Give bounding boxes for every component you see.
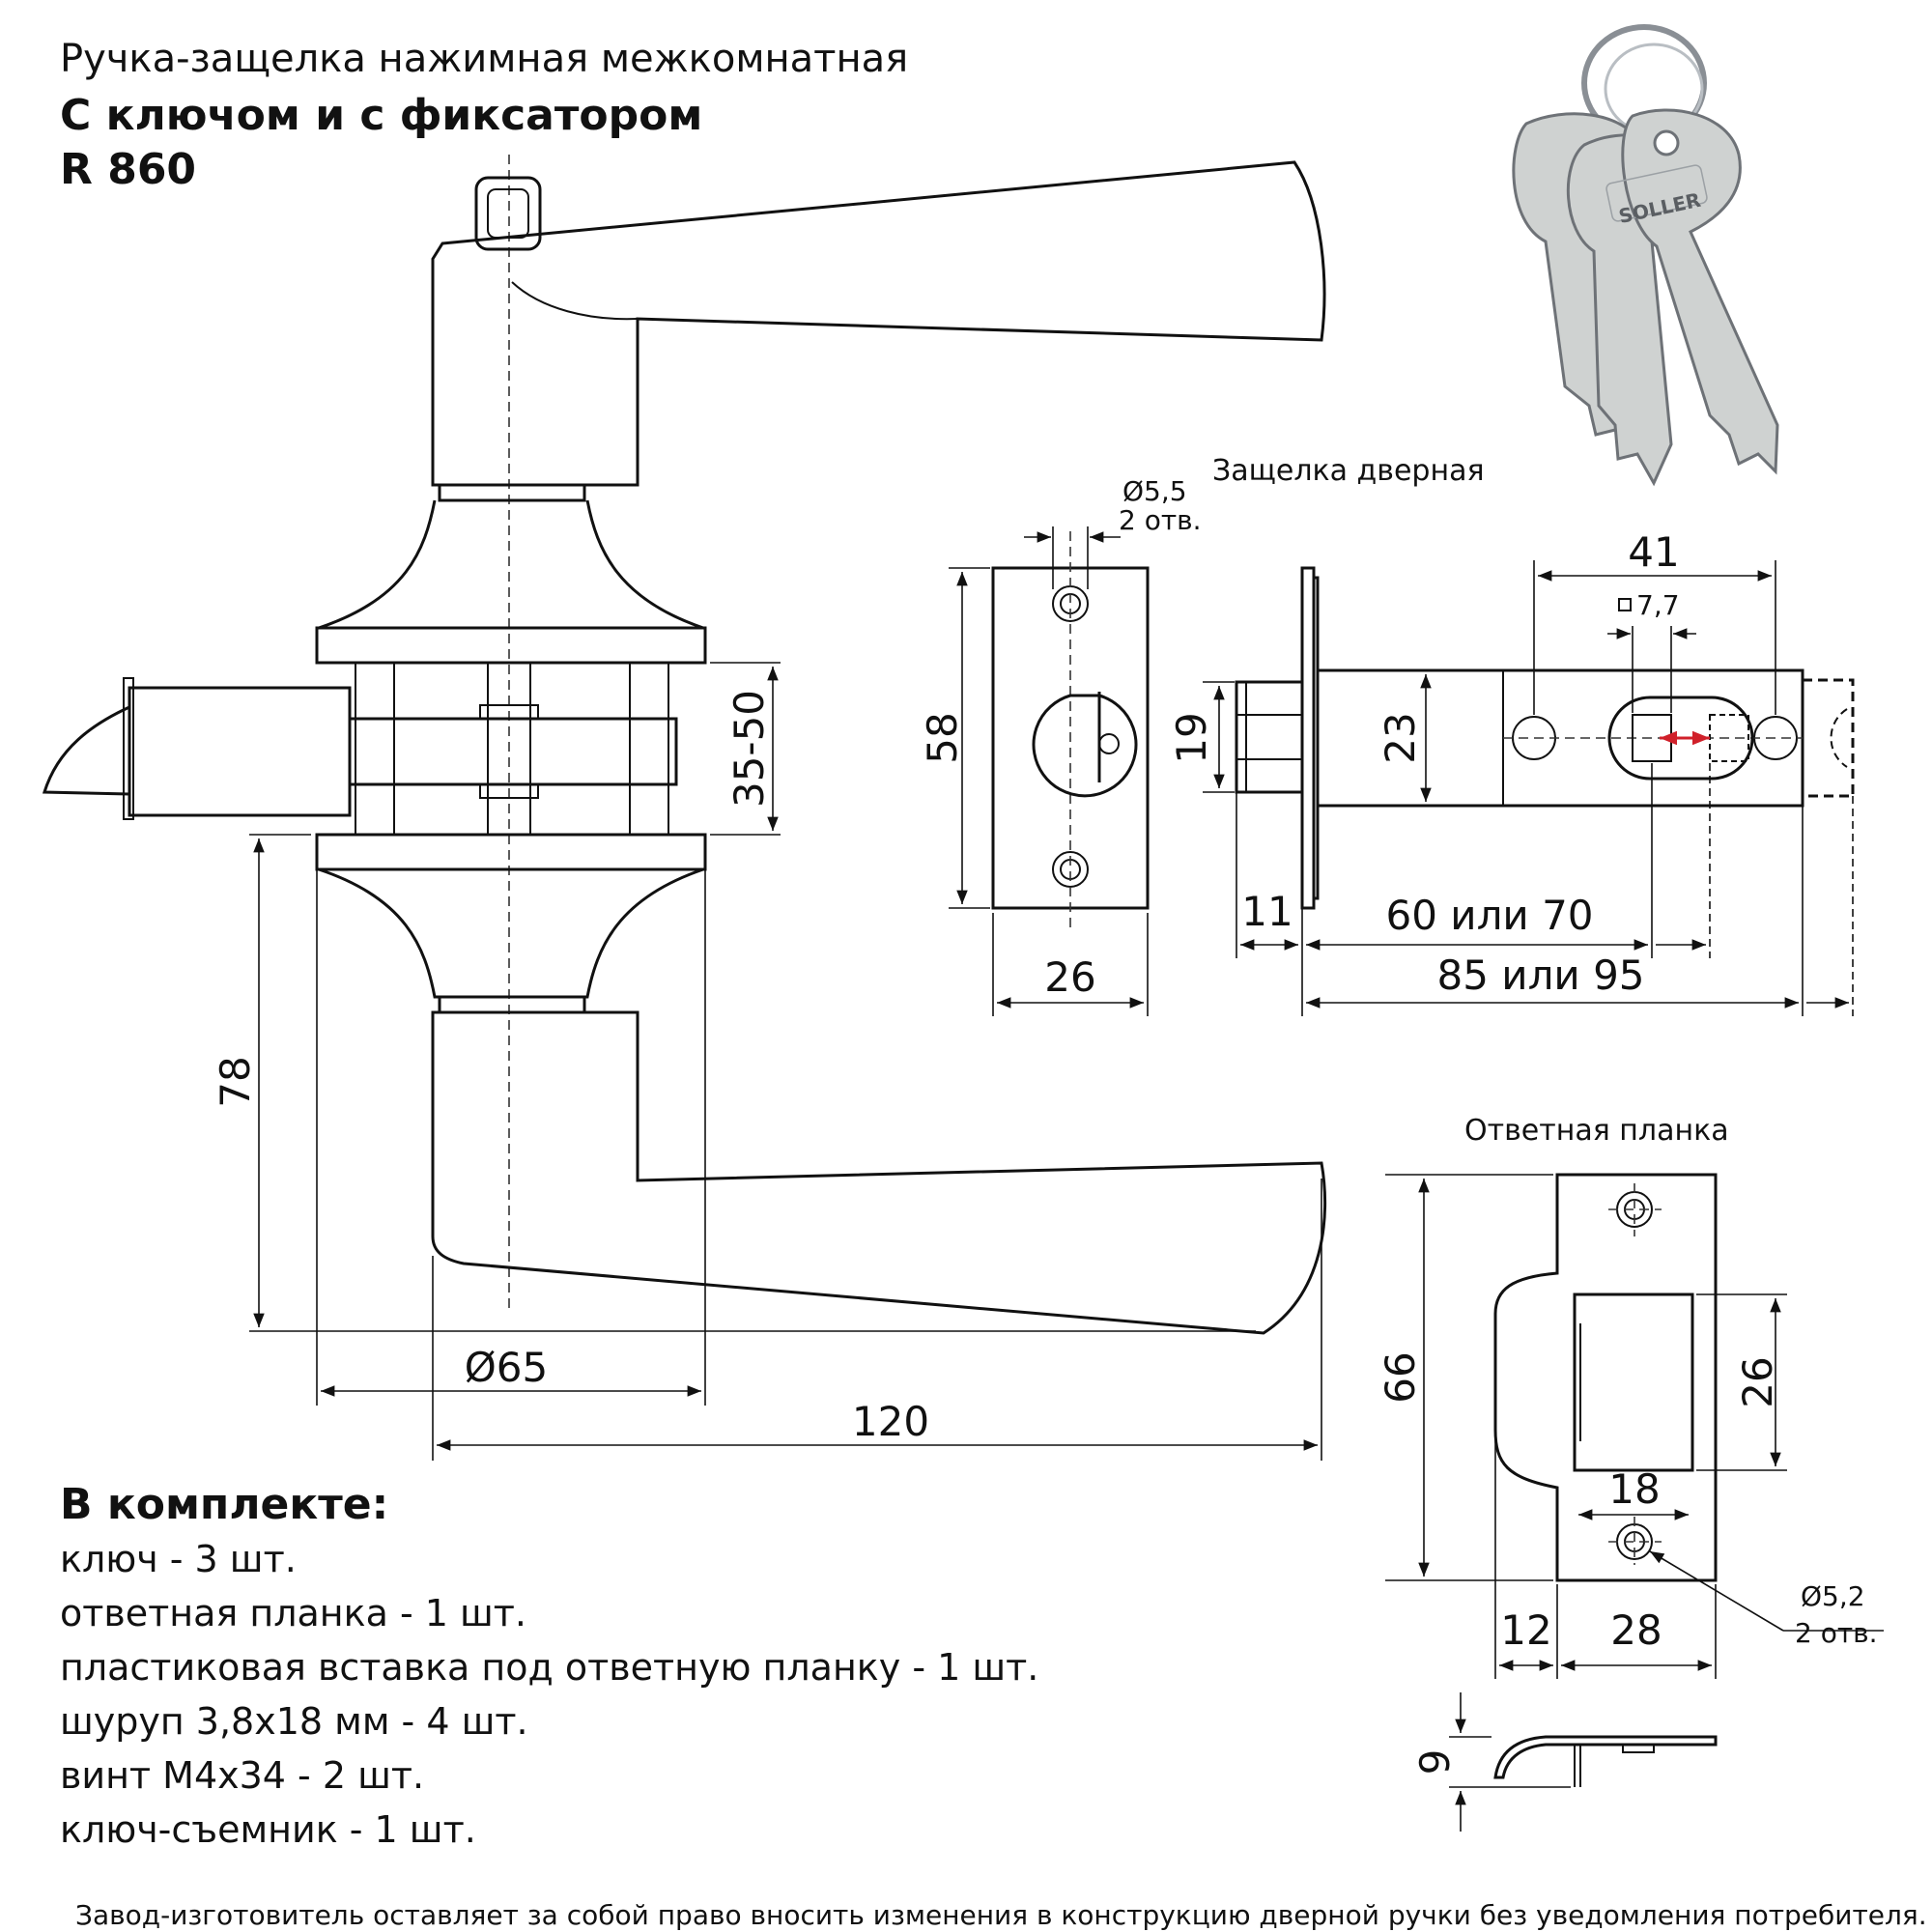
kit-item: шуруп 3,8х18 мм - 4 шт.	[60, 1700, 528, 1743]
dim-26-faceplate: 26	[1044, 953, 1095, 1001]
dim-diameter-65: Ø65	[465, 1344, 549, 1391]
keys-photo: SOLLER	[1512, 24, 1779, 487]
hole-count-5-5: 2 отв.	[1119, 504, 1202, 536]
dim-78: 78	[212, 1056, 259, 1107]
kit-item: ответная планка - 1 шт.	[60, 1592, 526, 1634]
strike-section-label: Ответная планка	[1464, 1114, 1729, 1148]
title-line-1: Ручка-защелка нажимная межкомнатная	[60, 37, 909, 81]
dim-85-or-95: 85 или 95	[1436, 952, 1644, 999]
hole-diameter-5-2: Ø5,2	[1801, 1580, 1865, 1612]
hole-count-5-2: 2 отв.	[1795, 1617, 1878, 1649]
model-code: R 860	[60, 145, 197, 194]
hole-diameter-5-5: Ø5,5	[1122, 475, 1187, 507]
dim-9: 9	[1411, 1749, 1459, 1776]
dim-120: 120	[852, 1398, 929, 1445]
kit-item: винт М4х34 - 2 шт.	[60, 1754, 425, 1797]
dim-18: 18	[1608, 1465, 1660, 1513]
dim-23: 23	[1377, 712, 1424, 763]
latch-drawing: Защелка дверная Ø5,5 2 отв. 58 26	[919, 454, 1855, 1016]
dim-28: 28	[1610, 1606, 1662, 1654]
latch-section-label: Защелка дверная	[1212, 454, 1485, 488]
kit-heading: В комплекте:	[60, 1480, 389, 1529]
dim-26-strike: 26	[1734, 1356, 1781, 1407]
dim-35-50: 35-50	[725, 690, 773, 808]
kit-item: ключ-съемник - 1 шт.	[60, 1808, 476, 1851]
title-line-2: С ключом и с фиксатором	[60, 91, 703, 140]
dim-square-7-7: 7,7	[1636, 589, 1680, 621]
dim-12: 12	[1500, 1606, 1551, 1654]
kit-item: пластиковая вставка под ответную планку …	[60, 1646, 1039, 1689]
dim-41: 41	[1628, 528, 1679, 576]
dim-60-or-70: 60 или 70	[1385, 892, 1593, 939]
footer-disclaimer: Завод-изготовитель оставляет за собой пр…	[75, 1899, 1927, 1931]
strike-plate-drawing: Ответная планка 66 26 18 Ø5,2 2 отв.	[1377, 1114, 1884, 1832]
dim-58: 58	[919, 712, 966, 763]
dim-19: 19	[1168, 712, 1215, 763]
dim-11: 11	[1241, 888, 1293, 935]
door-handle-drawing: 35-50 78 Ø65 120	[42, 155, 1327, 1461]
dim-66: 66	[1377, 1351, 1424, 1403]
kit-item: ключ - 3 шт.	[60, 1538, 297, 1580]
kit-contents: В комплекте: ключ - 3 шт. ответная планк…	[60, 1478, 1038, 1857]
